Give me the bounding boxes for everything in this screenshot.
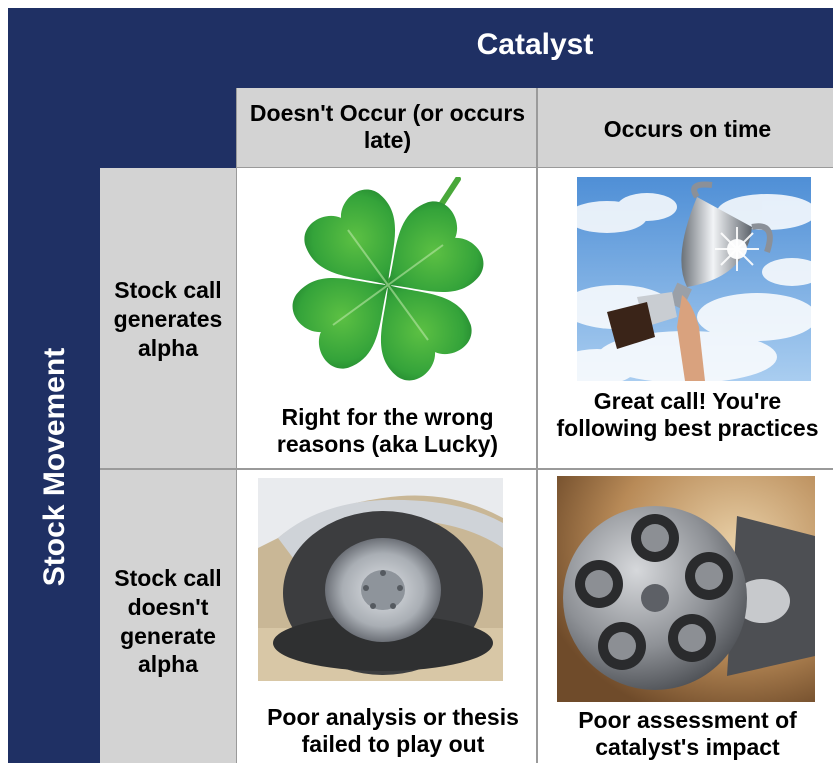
column-label-on-time: Occurs on time bbox=[603, 116, 772, 142]
grid-divider-vertical bbox=[536, 88, 538, 763]
stock-movement-title: Stock Movement bbox=[38, 347, 71, 587]
row-header-no-alpha bbox=[100, 470, 237, 763]
row-label-alpha: Stock call generates alpha bbox=[113, 277, 223, 361]
caption-great-call: Great call! You're following best practi… bbox=[556, 388, 819, 442]
flat-tire-icon bbox=[258, 478, 503, 681]
grid-divider-left bbox=[236, 88, 237, 763]
column-header-on-time bbox=[538, 88, 833, 168]
row-label-no-alpha: Stock call doesn't generate alpha bbox=[114, 565, 222, 678]
column-label-not-occur: Doesn't Occur (or occurs late) bbox=[249, 100, 526, 154]
caption-poor-assessment: Poor assessment of catalyst's impact bbox=[578, 707, 797, 761]
stock-movement-header-band bbox=[8, 88, 100, 763]
four-leaf-clover-icon bbox=[280, 177, 500, 387]
trophy-icon bbox=[577, 177, 811, 381]
column-header-not-occur bbox=[237, 88, 536, 168]
caption-poor-analysis: Poor analysis or thesis failed to play o… bbox=[267, 704, 519, 758]
revolver-cylinder-icon bbox=[557, 476, 815, 702]
catalyst-header-band bbox=[8, 8, 833, 88]
catalyst-title: Catalyst bbox=[476, 28, 594, 61]
corner-cell bbox=[100, 88, 237, 168]
grid-divider-horizontal bbox=[100, 468, 833, 470]
row-header-alpha bbox=[100, 168, 237, 468]
grid-divider-top bbox=[237, 167, 833, 168]
caption-lucky: Right for the wrong reasons (aka Lucky) bbox=[276, 404, 499, 458]
